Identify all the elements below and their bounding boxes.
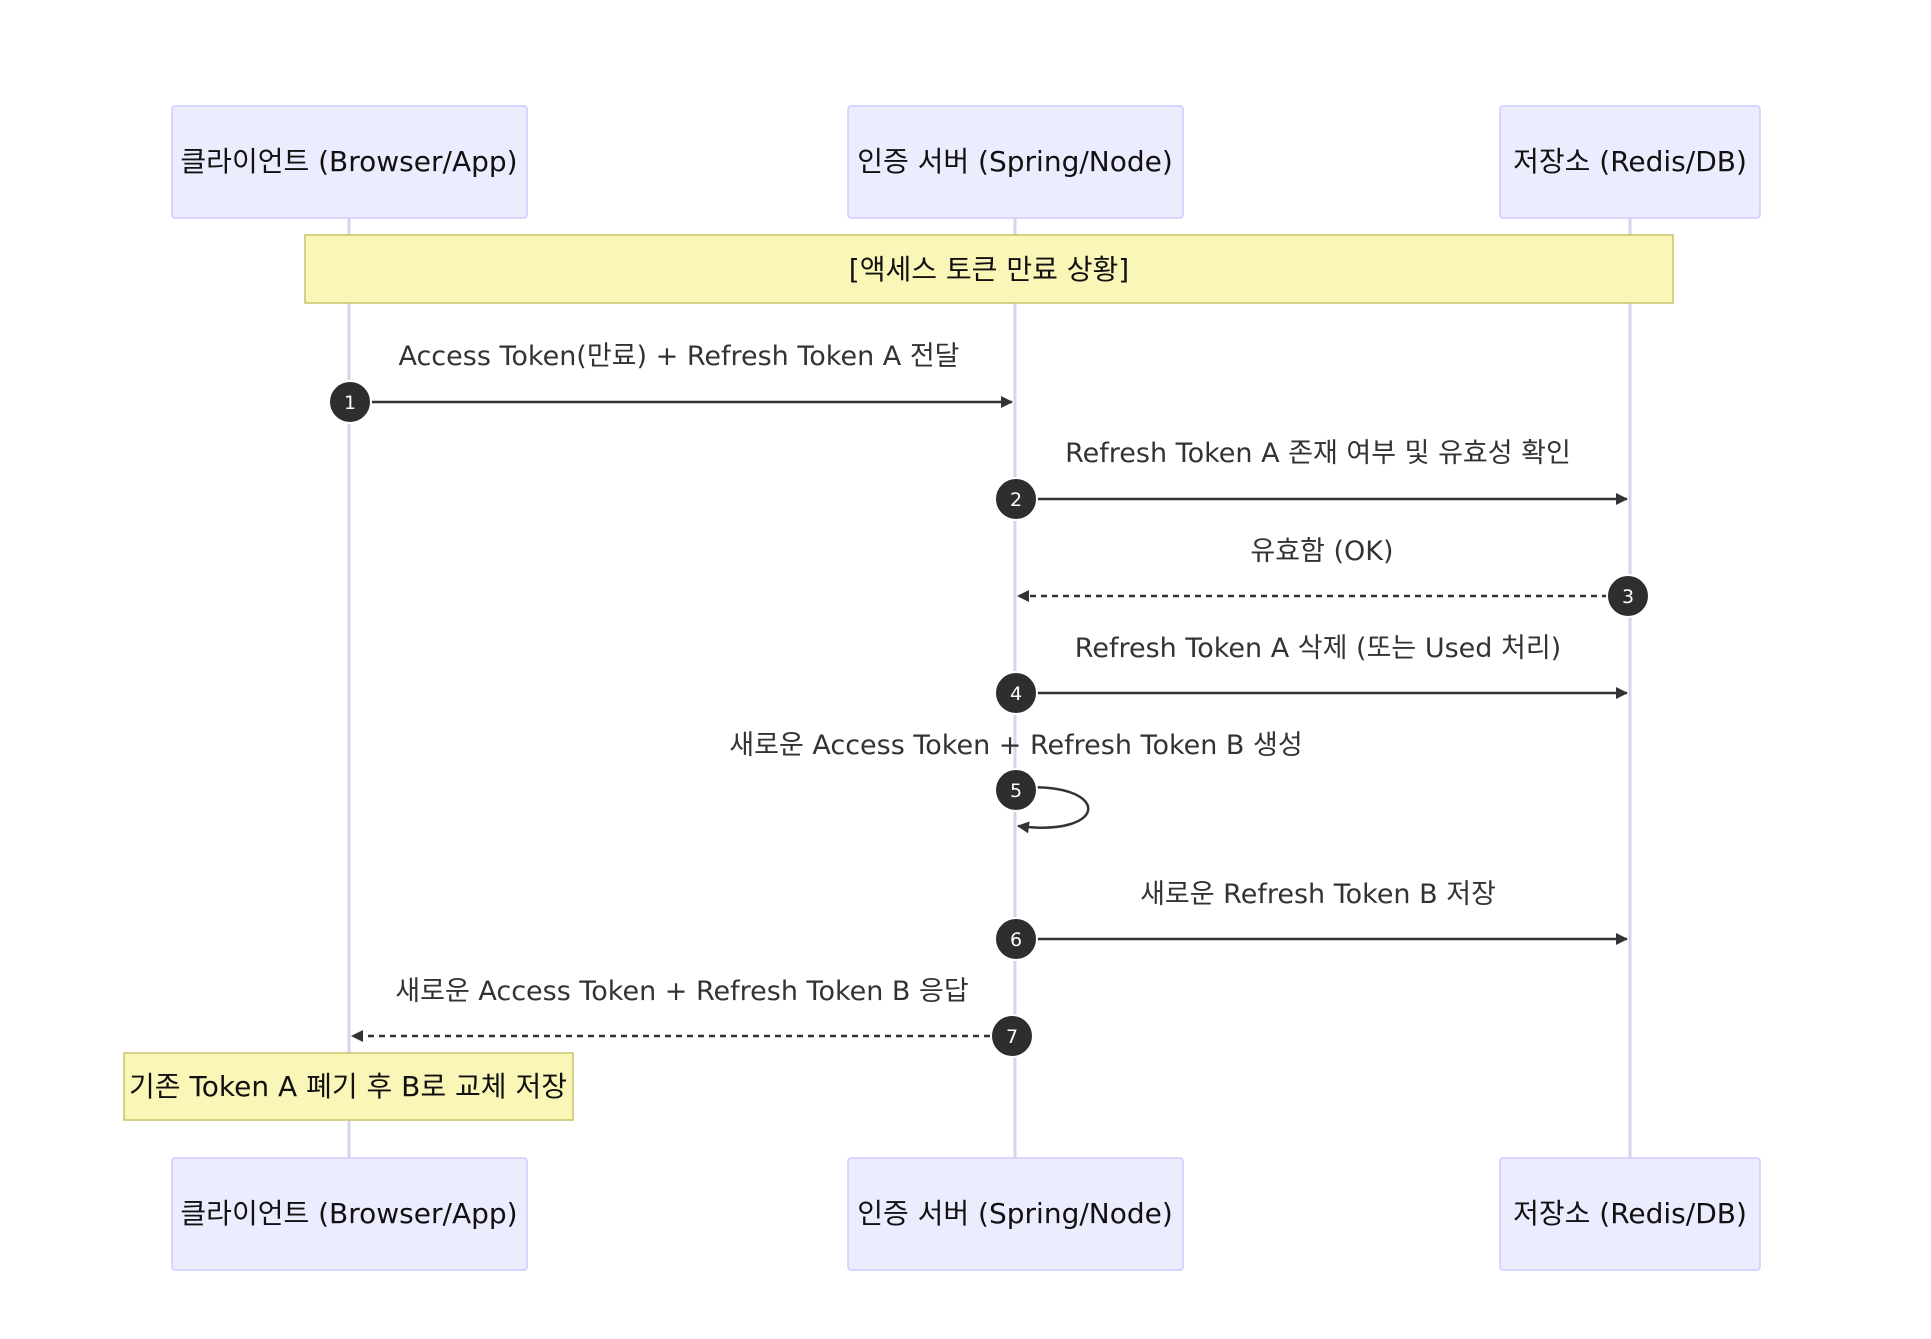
message-label: 유효함 (OK) xyxy=(1250,536,1393,567)
actor-store-top: 저장소 (Redis/DB) xyxy=(1499,105,1761,219)
message-3: 유효함 (OK) 3 xyxy=(1017,536,1650,618)
message-label: Access Token(만료) + Refresh Token A 전달 xyxy=(398,341,959,372)
step-badge xyxy=(990,1014,1034,1058)
note-text: [액세스 토큰 만료 상황] xyxy=(849,253,1129,286)
message-label: 새로운 Access Token + Refresh Token B 응답 xyxy=(395,976,968,1007)
step-number: 5 xyxy=(1010,780,1022,802)
actor-client-top: 클라이언트 (Browser/App) xyxy=(171,105,528,219)
actor-label: 인증 서버 (Spring/Node) xyxy=(857,1197,1173,1230)
actor-label: 클라이언트 (Browser/App) xyxy=(180,1197,517,1230)
step-number: 4 xyxy=(1010,683,1022,705)
message-label: 새로운 Refresh Token B 저장 xyxy=(1140,879,1496,910)
step-badge xyxy=(994,917,1038,961)
message-label: Refresh Token A 존재 여부 및 유효성 확인 xyxy=(1065,438,1571,469)
step-number: 1 xyxy=(344,392,356,414)
step-badge xyxy=(994,768,1038,812)
message-5: 새로운 Access Token + Refresh Token B 생성 5 xyxy=(729,730,1303,834)
actor-label: 저장소 (Redis/DB) xyxy=(1513,1197,1747,1230)
actor-store-bottom: 저장소 (Redis/DB) xyxy=(1499,1157,1761,1271)
actor-auth-server-bottom: 인증 서버 (Spring/Node) xyxy=(847,1157,1184,1271)
note-expired-token: [액세스 토큰 만료 상황] xyxy=(304,234,1674,304)
message-4: Refresh Token A 삭제 (또는 Used 처리) 4 xyxy=(994,633,1628,715)
message-self-arrow xyxy=(1015,785,1090,834)
message-1: Access Token(만료) + Refresh Token A 전달 1 xyxy=(328,341,1013,424)
message-label: Refresh Token A 삭제 (또는 Used 처리) xyxy=(1075,633,1561,664)
actor-label: 클라이언트 (Browser/App) xyxy=(180,145,517,178)
message-7: 새로운 Access Token + Refresh Token B 응답 7 xyxy=(351,976,1034,1058)
actor-label: 저장소 (Redis/DB) xyxy=(1513,145,1747,178)
message-6: 새로운 Refresh Token B 저장 6 xyxy=(994,879,1628,961)
actor-client-bottom: 클라이언트 (Browser/App) xyxy=(171,1157,528,1271)
step-number: 3 xyxy=(1622,586,1634,608)
note-text: 기존 Token A 폐기 후 B로 교체 저장 xyxy=(129,1070,567,1103)
actor-auth-server-top: 인증 서버 (Spring/Node) xyxy=(847,105,1184,219)
note-token-replaced: 기존 Token A 폐기 후 B로 교체 저장 xyxy=(123,1052,574,1121)
message-label: 새로운 Access Token + Refresh Token B 생성 xyxy=(729,730,1302,761)
step-number: 2 xyxy=(1010,489,1022,511)
step-number: 7 xyxy=(1006,1026,1018,1048)
step-badge xyxy=(994,671,1038,715)
actor-label: 인증 서버 (Spring/Node) xyxy=(857,145,1173,178)
step-badge xyxy=(328,380,372,424)
step-number: 6 xyxy=(1010,929,1022,951)
message-2: Refresh Token A 존재 여부 및 유효성 확인 2 xyxy=(994,438,1628,521)
step-badge xyxy=(994,477,1038,521)
step-badge xyxy=(1606,574,1650,618)
